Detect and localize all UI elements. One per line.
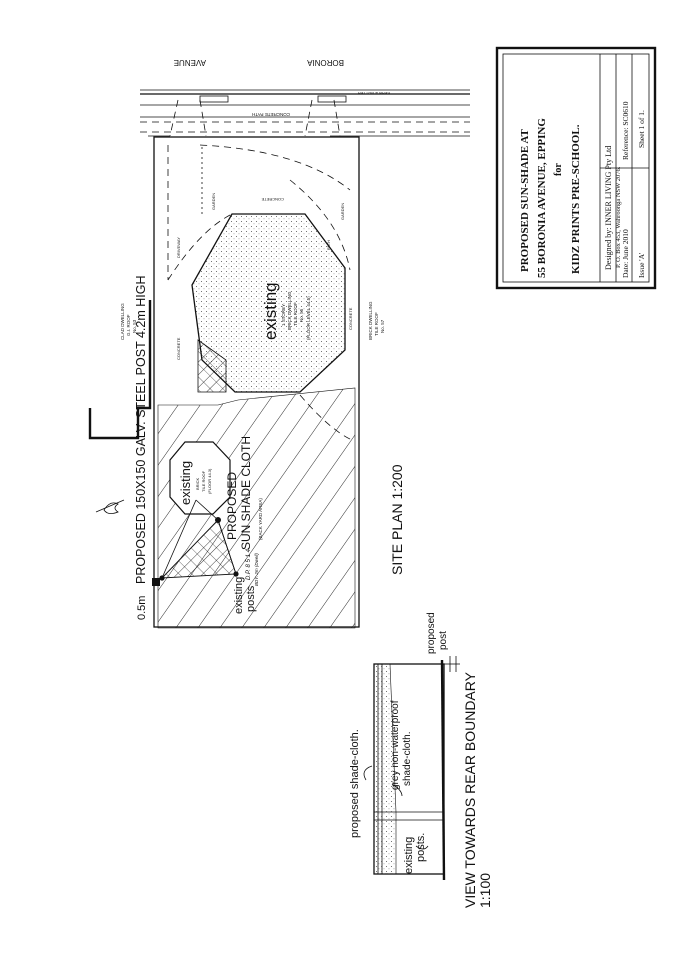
site-plan: CLAD DWELLING G.I. ROOF No. 53 BRICK DWE… — [88, 136, 405, 629]
grey-shade-label-2: shade-cloth. — [402, 732, 413, 786]
post-note: PROPOSED 150X150 GALV. STEEL POST 4.2m H… — [134, 276, 148, 584]
proposed-post-label-1: proposed — [426, 612, 437, 654]
small-building-sub-3: (FLOOR 44.3) — [207, 468, 212, 494]
reference-text: Reference: SC0610 — [621, 101, 630, 160]
title-line-1: PROPOSED SUN-SHADE AT — [519, 129, 531, 272]
north-arrow-icon — [95, 499, 125, 514]
issue-text: Issue 'A' — [637, 252, 646, 278]
concrete-label-3: CONCRETE — [261, 197, 284, 202]
concrete-label-2: CONCRETE — [348, 307, 353, 330]
neighbour-top-line-3: No. 53 — [132, 319, 137, 333]
designer-text: Designed by: INNER LIVING Pty Ltd — [604, 146, 613, 270]
main-building-sub-2: BRICK DWELLING — [287, 291, 292, 330]
proposed-post-label-2: post — [438, 631, 449, 650]
path-label: PATH — [326, 240, 331, 250]
sheet-text: Sheet 1 of 1. — [637, 110, 646, 148]
street: AVENUE BORONIA KERB & GUTTER CONCRETE PA… — [140, 58, 470, 137]
garden-label-2: GARDEN — [340, 203, 345, 220]
neighbour-bottom-line-1: BRICK DWELLING — [368, 301, 373, 340]
neighbour-bottom-line-3: No. 57 — [380, 319, 385, 333]
elevation-view: proposed shade-cloth. grey non-waterproo… — [349, 612, 493, 908]
neighbour-bottom-line-2: TILE ROOF — [374, 312, 379, 336]
kerb-label: KERB & GUTTER — [358, 91, 390, 96]
garden-label-1: GARDEN — [211, 193, 216, 210]
street-name-boronia: BORONIA — [306, 58, 344, 67]
post-setback: 0.5m — [136, 596, 148, 620]
neighbour-top-line-2: G.I. ROOF — [126, 314, 131, 336]
small-building-label: existing — [178, 461, 193, 505]
title-line-2: 55 BORONIA AVENUE, EPPING — [536, 118, 548, 278]
designer-address: P. O. Box 453, Wahroonga NSW 2076. — [615, 166, 622, 268]
proposed-shade-cloth-label: proposed shade-cloth. — [349, 729, 361, 838]
neighbour-top-line-1: CLAD DWELLING — [120, 303, 125, 340]
street-name-avenue: AVENUE — [174, 58, 206, 67]
elevation-scale: 1:100 — [477, 873, 493, 908]
title-line-4: KIDZ PRINTS PRE-SCHOOL. — [570, 124, 582, 274]
driveway-label: DRIVEWAY — [176, 237, 181, 258]
site-plan-title: SITE PLAN 1:200 — [389, 464, 405, 575]
existing-posts-label-1: existing — [233, 577, 245, 614]
date-text: Date: June 2010 — [621, 229, 630, 278]
shade-note: (BACK YARD AREA) — [258, 498, 263, 540]
main-building-label: existing — [261, 282, 280, 340]
main-building-sub-5: (FLOOR LEVEL 44.5) — [306, 296, 311, 340]
existing-posts-label-2: posts — [245, 585, 257, 612]
boundary-reference: BDY. 2m (Dwell) — [254, 553, 259, 586]
small-building-sub-1: BRICK — [195, 477, 200, 490]
main-building-sub-3: TILE ROOF — [293, 302, 298, 326]
main-building-sub-4: No. 55 — [299, 308, 304, 322]
title-block: PROPOSED SUN-SHADE AT 55 BORONIA AVENUE,… — [495, 46, 657, 290]
existing-posts-elev-2: posts. — [415, 833, 427, 862]
elevation-title: VIEW TOWARDS REAR BOUNDARY — [462, 671, 478, 908]
grey-shade-label-1: grey non-waterproof — [390, 700, 401, 790]
existing-small-building — [169, 441, 231, 515]
dp-reference: D.P. 8 5 1 4 — [246, 548, 252, 580]
shade-label-2: SUN SHADE CLOTH — [239, 436, 253, 550]
small-building-sub-2: TILE ROOF — [201, 470, 206, 492]
concrete-label-1: CONCRETE — [176, 337, 181, 360]
existing-posts-elev-1: existing — [403, 837, 415, 874]
existing-dwelling — [191, 213, 346, 393]
footpath-label: CONCRETE PATH — [252, 112, 290, 117]
title-line-3: for — [553, 163, 564, 176]
main-building-sub-1: 1 STOREY — [281, 304, 286, 326]
shade-label-1: PROPOSED — [225, 472, 239, 540]
